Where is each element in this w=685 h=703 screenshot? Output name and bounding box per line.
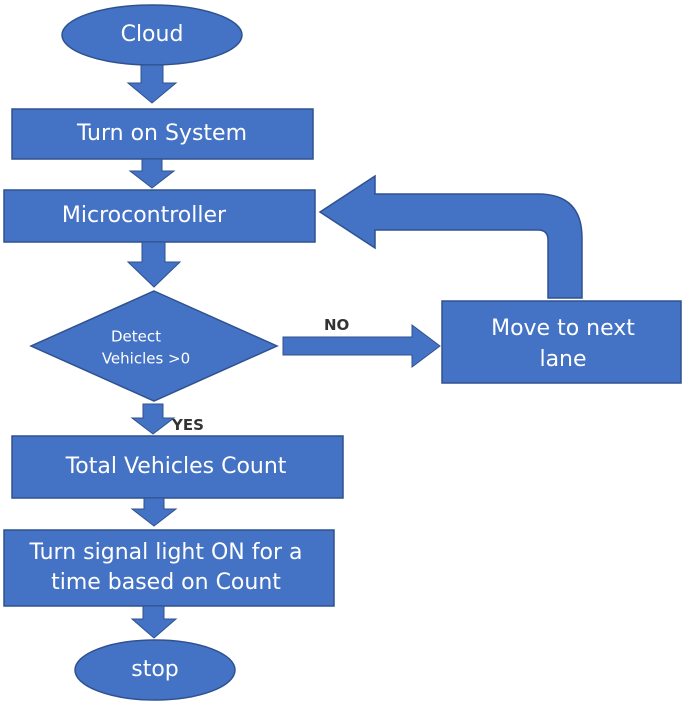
arrow-system-to-microcontroller — [128, 158, 176, 189]
move-to-next-lane-node — [441, 300, 682, 384]
stop-label: stop — [131, 657, 179, 682]
microcontroller-label: Microcontroller — [62, 203, 227, 228]
microcontroller-node — [3, 189, 316, 243]
signal-label-line2: time based on Count — [51, 570, 281, 595]
arrow-no-to-move — [282, 324, 441, 368]
signal-label-line1: Turn signal light ON for a — [29, 540, 303, 565]
arrow-cloud-to-system — [126, 64, 178, 104]
arrow-loop-back-to-microcontroller — [318, 174, 583, 299]
decision-label-line1: Detect — [111, 328, 161, 346]
stop-node — [74, 639, 236, 701]
move-label-line1: Move to next — [491, 316, 635, 341]
yes-label: YES — [171, 416, 204, 434]
no-label: NO — [324, 316, 349, 334]
arrow-microcontroller-to-decision — [126, 241, 182, 288]
arrow-signal-to-stop — [130, 605, 178, 639]
total-count-label: Total Vehicles Count — [65, 454, 287, 479]
decision-label-line2: Vehicles >0 — [102, 350, 190, 368]
cloud-label: Cloud — [121, 22, 184, 47]
turn-on-system-node — [11, 108, 314, 160]
arrow-count-to-signal — [130, 497, 178, 527]
total-vehicles-count-node — [11, 435, 344, 499]
arrow-yes-to-count — [130, 403, 176, 435]
move-label-line2: lane — [539, 347, 586, 372]
turn-signal-light-node — [3, 529, 335, 607]
turn-on-system-label: Turn on System — [76, 121, 247, 146]
decision-node — [29, 290, 279, 402]
